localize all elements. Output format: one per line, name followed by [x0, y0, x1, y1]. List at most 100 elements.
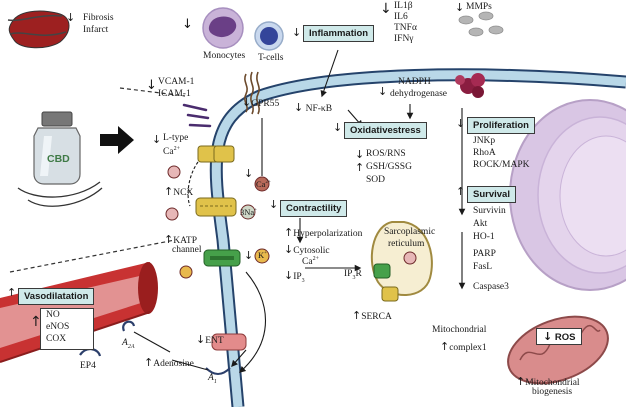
- down-arrow-proliferation: ↓: [456, 117, 466, 130]
- survival-box: Survival: [467, 186, 516, 203]
- down-arrow-mmps: ↓: [455, 1, 465, 14]
- fibrosis-tissue-icon: [7, 10, 70, 49]
- connector-arrows: [133, 49, 466, 373]
- a1-subscript: 1: [213, 378, 217, 385]
- up-arrow-hyperpolarization: ↑: [284, 226, 294, 239]
- icam1-label: ICAM-1: [158, 89, 191, 99]
- inflammation-box: Inflammation: [303, 25, 375, 42]
- down-arrow-gpr55: ↓: [242, 96, 252, 109]
- ip3-label: IP: [293, 272, 302, 282]
- adhesion-molecules: [182, 103, 212, 128]
- l-type-channel: [197, 145, 235, 163]
- mito-biogenesis-label-2: biogenesis: [532, 387, 573, 397]
- sr-title-2: reticulum: [388, 239, 425, 249]
- cytosolic-ca-label: Ca: [302, 257, 313, 268]
- ip3r-label: IP: [344, 269, 353, 279]
- cytokine-tnfa: TNFα: [394, 23, 417, 33]
- down-arrow-mito-ros: ↓: [543, 330, 553, 343]
- down-arrow-nfkb: ↓: [294, 101, 304, 114]
- up-arrow-adenosine: ↑: [144, 356, 154, 369]
- proliferation-box: Proliferation: [467, 117, 535, 134]
- survivin-label: Survivin: [473, 206, 506, 216]
- a2a-label: A: [122, 338, 128, 348]
- mito-biogenesis-label-1: Mitochondrial: [525, 378, 580, 388]
- fibrosis-infarct-label: ↓: [66, 11, 76, 24]
- mito-complex-label-1: Mitochondrial: [432, 325, 487, 335]
- down-arrow-contractility: ↓: [269, 198, 279, 211]
- sr-title-1: Sarcoplasmic: [384, 227, 436, 237]
- vasodilatation-items-panel: [40, 308, 94, 350]
- down-arrow-ip3: ↓: [284, 269, 294, 282]
- nfkb-label: NF-κB: [305, 104, 333, 114]
- mmp-particles: [458, 11, 504, 37]
- vasodilatation-box: Vasodilatation: [18, 288, 95, 305]
- a2a-subscript: 2A: [127, 343, 135, 350]
- up-arrow-katp: ↑: [164, 233, 174, 246]
- katp-channel: [203, 249, 241, 267]
- up-arrow-serca: ↑: [352, 309, 362, 322]
- cox-label: COX: [46, 334, 67, 344]
- rhoa-label: RhoA: [473, 148, 496, 158]
- cytokine-ifng: IFNγ: [394, 34, 414, 44]
- t-cells-label: T-cells: [258, 53, 284, 63]
- vcam1-label: VCAM-1: [158, 77, 195, 87]
- enos-label: eNOS: [46, 322, 70, 332]
- down-arrow-nadph: ↓: [378, 85, 388, 98]
- mito-complex-label-2: complex1: [449, 343, 487, 353]
- down-arrow-ltype: ↓: [152, 133, 162, 146]
- up-arrow-survival: ↑: [456, 185, 466, 198]
- infarct-label: Infarct: [83, 25, 109, 35]
- fasl-label: FasL: [473, 262, 492, 272]
- down-arrow-cytosolic: ↓: [284, 243, 294, 256]
- nadph-label: NADPH: [398, 77, 431, 87]
- mito-ros-label: ROS: [554, 332, 576, 343]
- caspase3-label: Caspase3: [473, 282, 509, 292]
- akt-label: Akt: [473, 219, 488, 229]
- ep4-label: EP4: [80, 361, 96, 371]
- up-arrow-complex1: ↑: [440, 340, 450, 353]
- ca-ion-label: Ca: [256, 179, 266, 189]
- down-arrow-ent: ↓: [196, 333, 206, 346]
- divider-top: [119, 87, 186, 97]
- up-arrow-no-enos-cox: ↑: [30, 314, 42, 330]
- mmps-label: MMPs: [466, 2, 492, 12]
- adenosine-label: Adenosine: [153, 359, 194, 369]
- cytokine-il1b: IL1β: [394, 1, 413, 11]
- divider-bottom: [9, 239, 176, 273]
- sarcoplasmic-reticulum: [370, 221, 433, 302]
- serca-label: SERCA: [361, 312, 392, 322]
- ho1-label: HO-1: [473, 232, 495, 242]
- up-arrow-gsh: ↑: [355, 161, 365, 174]
- jnkp-label: JNKp: [473, 136, 496, 146]
- oxidative-stress-box: Oxidativestress: [344, 122, 427, 139]
- a1-label: A: [208, 373, 214, 383]
- sod-label: SOD: [366, 175, 386, 185]
- k-ion-label: K: [258, 250, 265, 260]
- rock-mapk-label: ROCK/MAPK: [473, 160, 530, 170]
- up-arrow-ncx: ↑: [164, 185, 174, 198]
- ion-markers: [165, 165, 270, 279]
- ep4-receptor: [79, 348, 102, 357]
- gpr55-receptor: [244, 71, 260, 115]
- katp-channel-label: channel: [172, 245, 202, 255]
- nucleus: [509, 99, 626, 291]
- hyperpolarization-label: Hyperpolarization: [293, 229, 363, 239]
- cytosolic-label: Cytosolic: [293, 246, 330, 256]
- big-arrow-icon: [100, 126, 134, 154]
- nadph-enzyme: [455, 73, 485, 98]
- l-type-label: L-type: [163, 133, 189, 143]
- monocyte-cell: [202, 7, 244, 49]
- up-arrow-vasodilatation: ↑: [7, 286, 17, 299]
- ncx-exchanger: [195, 197, 237, 217]
- down-arrow-adhesion: ↓: [146, 78, 157, 93]
- down-arrow-k-ion: ↓: [244, 249, 254, 262]
- l-type-ca-label: Ca: [163, 147, 174, 158]
- cbd-label: CBD: [47, 153, 70, 165]
- dehydrogenase-label: dehydrogenase: [390, 89, 447, 99]
- down-arrow-inflammation: ↓: [292, 26, 302, 39]
- down-arrow-ca-ion: ↓: [244, 167, 254, 180]
- ent-transporter: [211, 333, 247, 351]
- katp-label: KATP: [173, 236, 197, 246]
- ip3r-suffix-label: R: [355, 269, 362, 279]
